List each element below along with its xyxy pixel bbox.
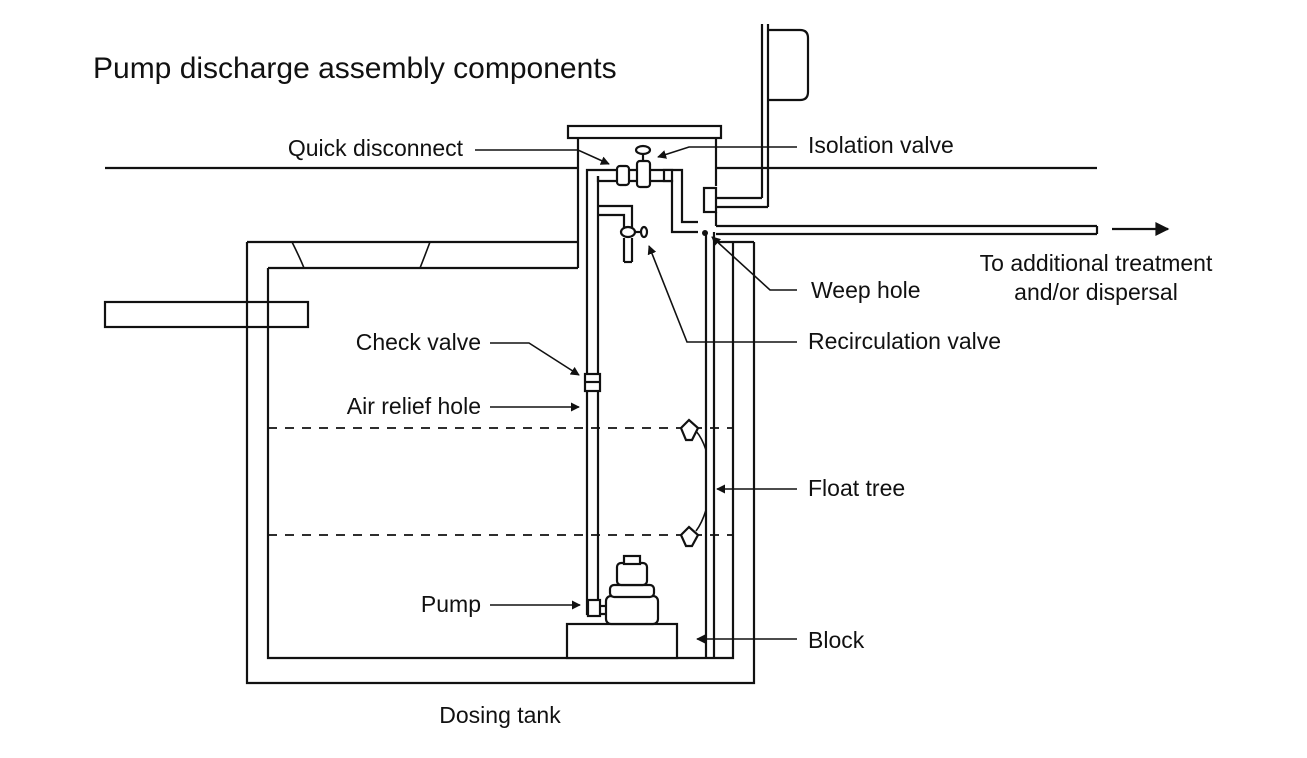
float-switch-upper [679, 418, 700, 442]
riser [566, 124, 723, 268]
label-to-additional-line2: and/or dispersal [1014, 279, 1178, 305]
dosing-tank [245, 240, 756, 685]
float-tree [679, 232, 716, 658]
control-panel [702, 24, 810, 214]
label-float-tree: Float tree [808, 475, 905, 501]
label-block: Block [808, 627, 865, 653]
label-check-valve: Check valve [356, 329, 481, 355]
pump-unit [565, 554, 679, 660]
label-quick-disconnect: Quick disconnect [288, 135, 464, 161]
quick-disconnect-union [615, 164, 631, 187]
label-leaders [475, 146, 797, 644]
riser-lid [566, 124, 723, 140]
label-recirculation-valve: Recirculation valve [808, 328, 1001, 354]
label-pump: Pump [421, 591, 481, 617]
pump-block [565, 622, 679, 660]
inlet-pipe [103, 300, 310, 329]
float-switch-lower [679, 525, 700, 548]
discharge-pipe [716, 224, 1099, 236]
discharge-assembly [583, 144, 708, 618]
label-to-additional-line1: To additional treatment [980, 250, 1213, 276]
label-weep-hole: Weep hole [811, 277, 921, 303]
label-air-relief-hole: Air relief hole [347, 393, 481, 419]
label-isolation-valve: Isolation valve [808, 132, 954, 158]
diagram-title: Pump discharge assembly components [93, 52, 617, 85]
label-dosing-tank: Dosing tank [439, 702, 561, 728]
recirculation-valve-body [619, 225, 637, 239]
isolation-valve-body [635, 159, 652, 189]
